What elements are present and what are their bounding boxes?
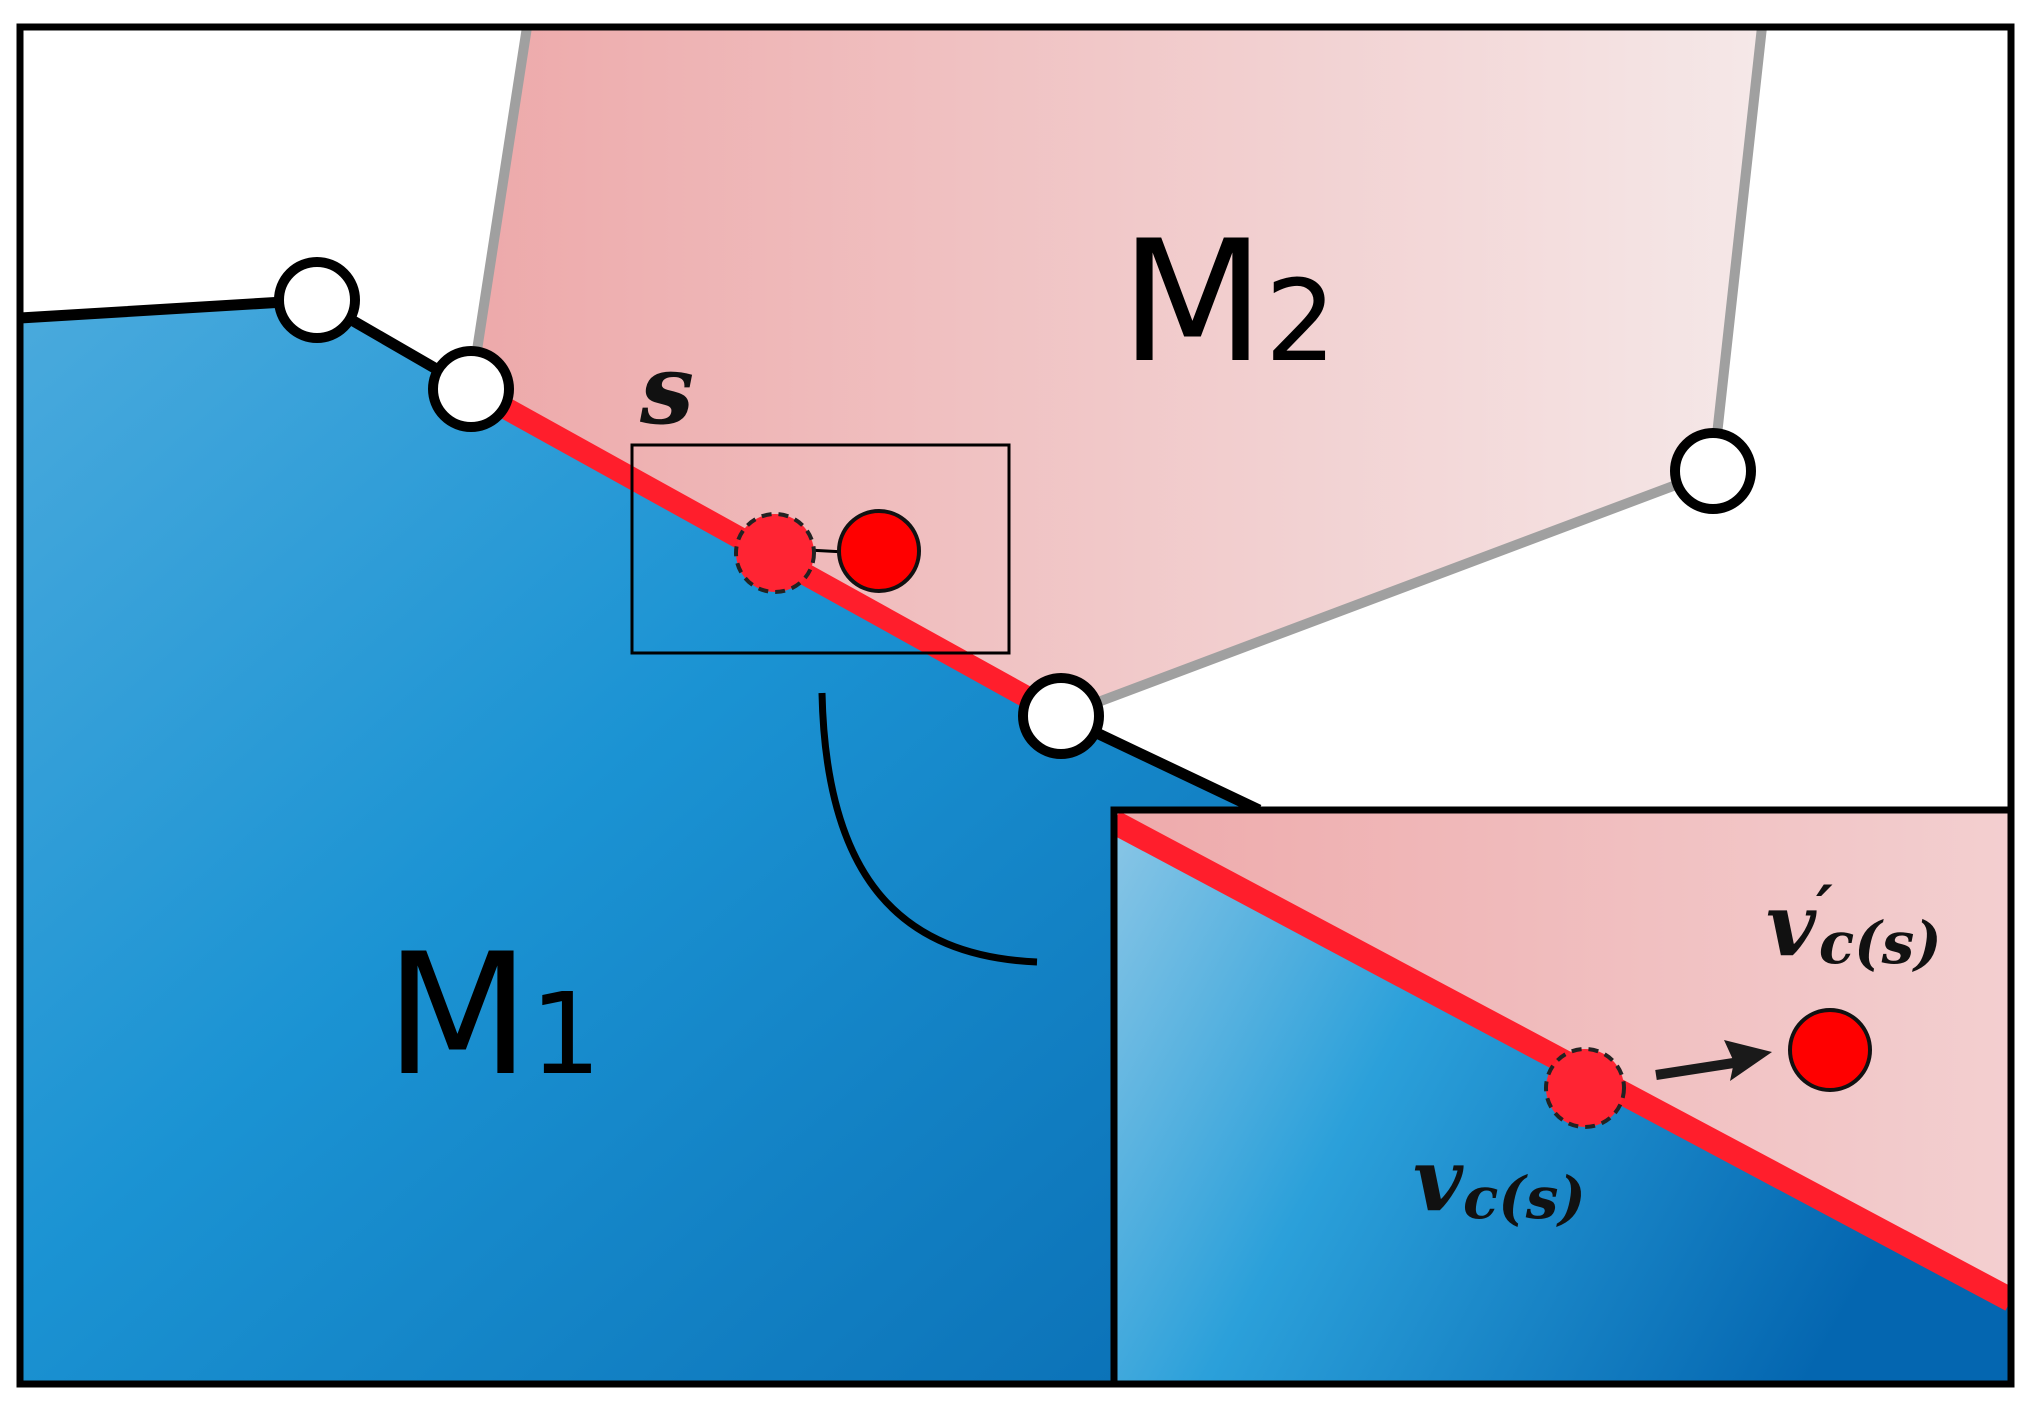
label-v-moved: v′c(s)	[1766, 872, 1942, 977]
label-v-original-subscript: c(s)	[1463, 1164, 1586, 1232]
zoom-connector-curve	[818, 692, 1038, 966]
original-vertex-dashed	[734, 512, 816, 594]
vertex-4	[1670, 428, 1756, 514]
vertex-3	[1018, 673, 1104, 759]
label-m2: M2	[1120, 204, 1336, 400]
label-m1-subscript: 1	[530, 970, 601, 1100]
inset-moved-vertex	[1788, 1008, 1872, 1092]
outer-frame	[16, 23, 2015, 1388]
label-v-original: vc(s)	[1413, 1130, 1586, 1232]
label-m2-subscript: 2	[1265, 257, 1336, 387]
zoom-selection-box	[630, 443, 1011, 655]
label-v-moved-subscript: c(s)	[1819, 909, 1942, 977]
label-s: s	[639, 333, 694, 446]
label-m1: M1	[385, 917, 601, 1113]
zoom-inset	[1114, 810, 2011, 1384]
vertex-1	[274, 257, 360, 343]
inset-displacement-arrow	[1655, 1057, 1741, 1080]
region-m2-outline	[466, 26, 532, 390]
moved-vertex	[837, 509, 921, 593]
region-m1	[20, 300, 1259, 1384]
inset-arrowhead	[1724, 1040, 1772, 1081]
inset-original-vertex	[1544, 1047, 1626, 1129]
label-v-moved-prime: ′	[1816, 872, 1833, 947]
vertex-2	[428, 346, 514, 432]
